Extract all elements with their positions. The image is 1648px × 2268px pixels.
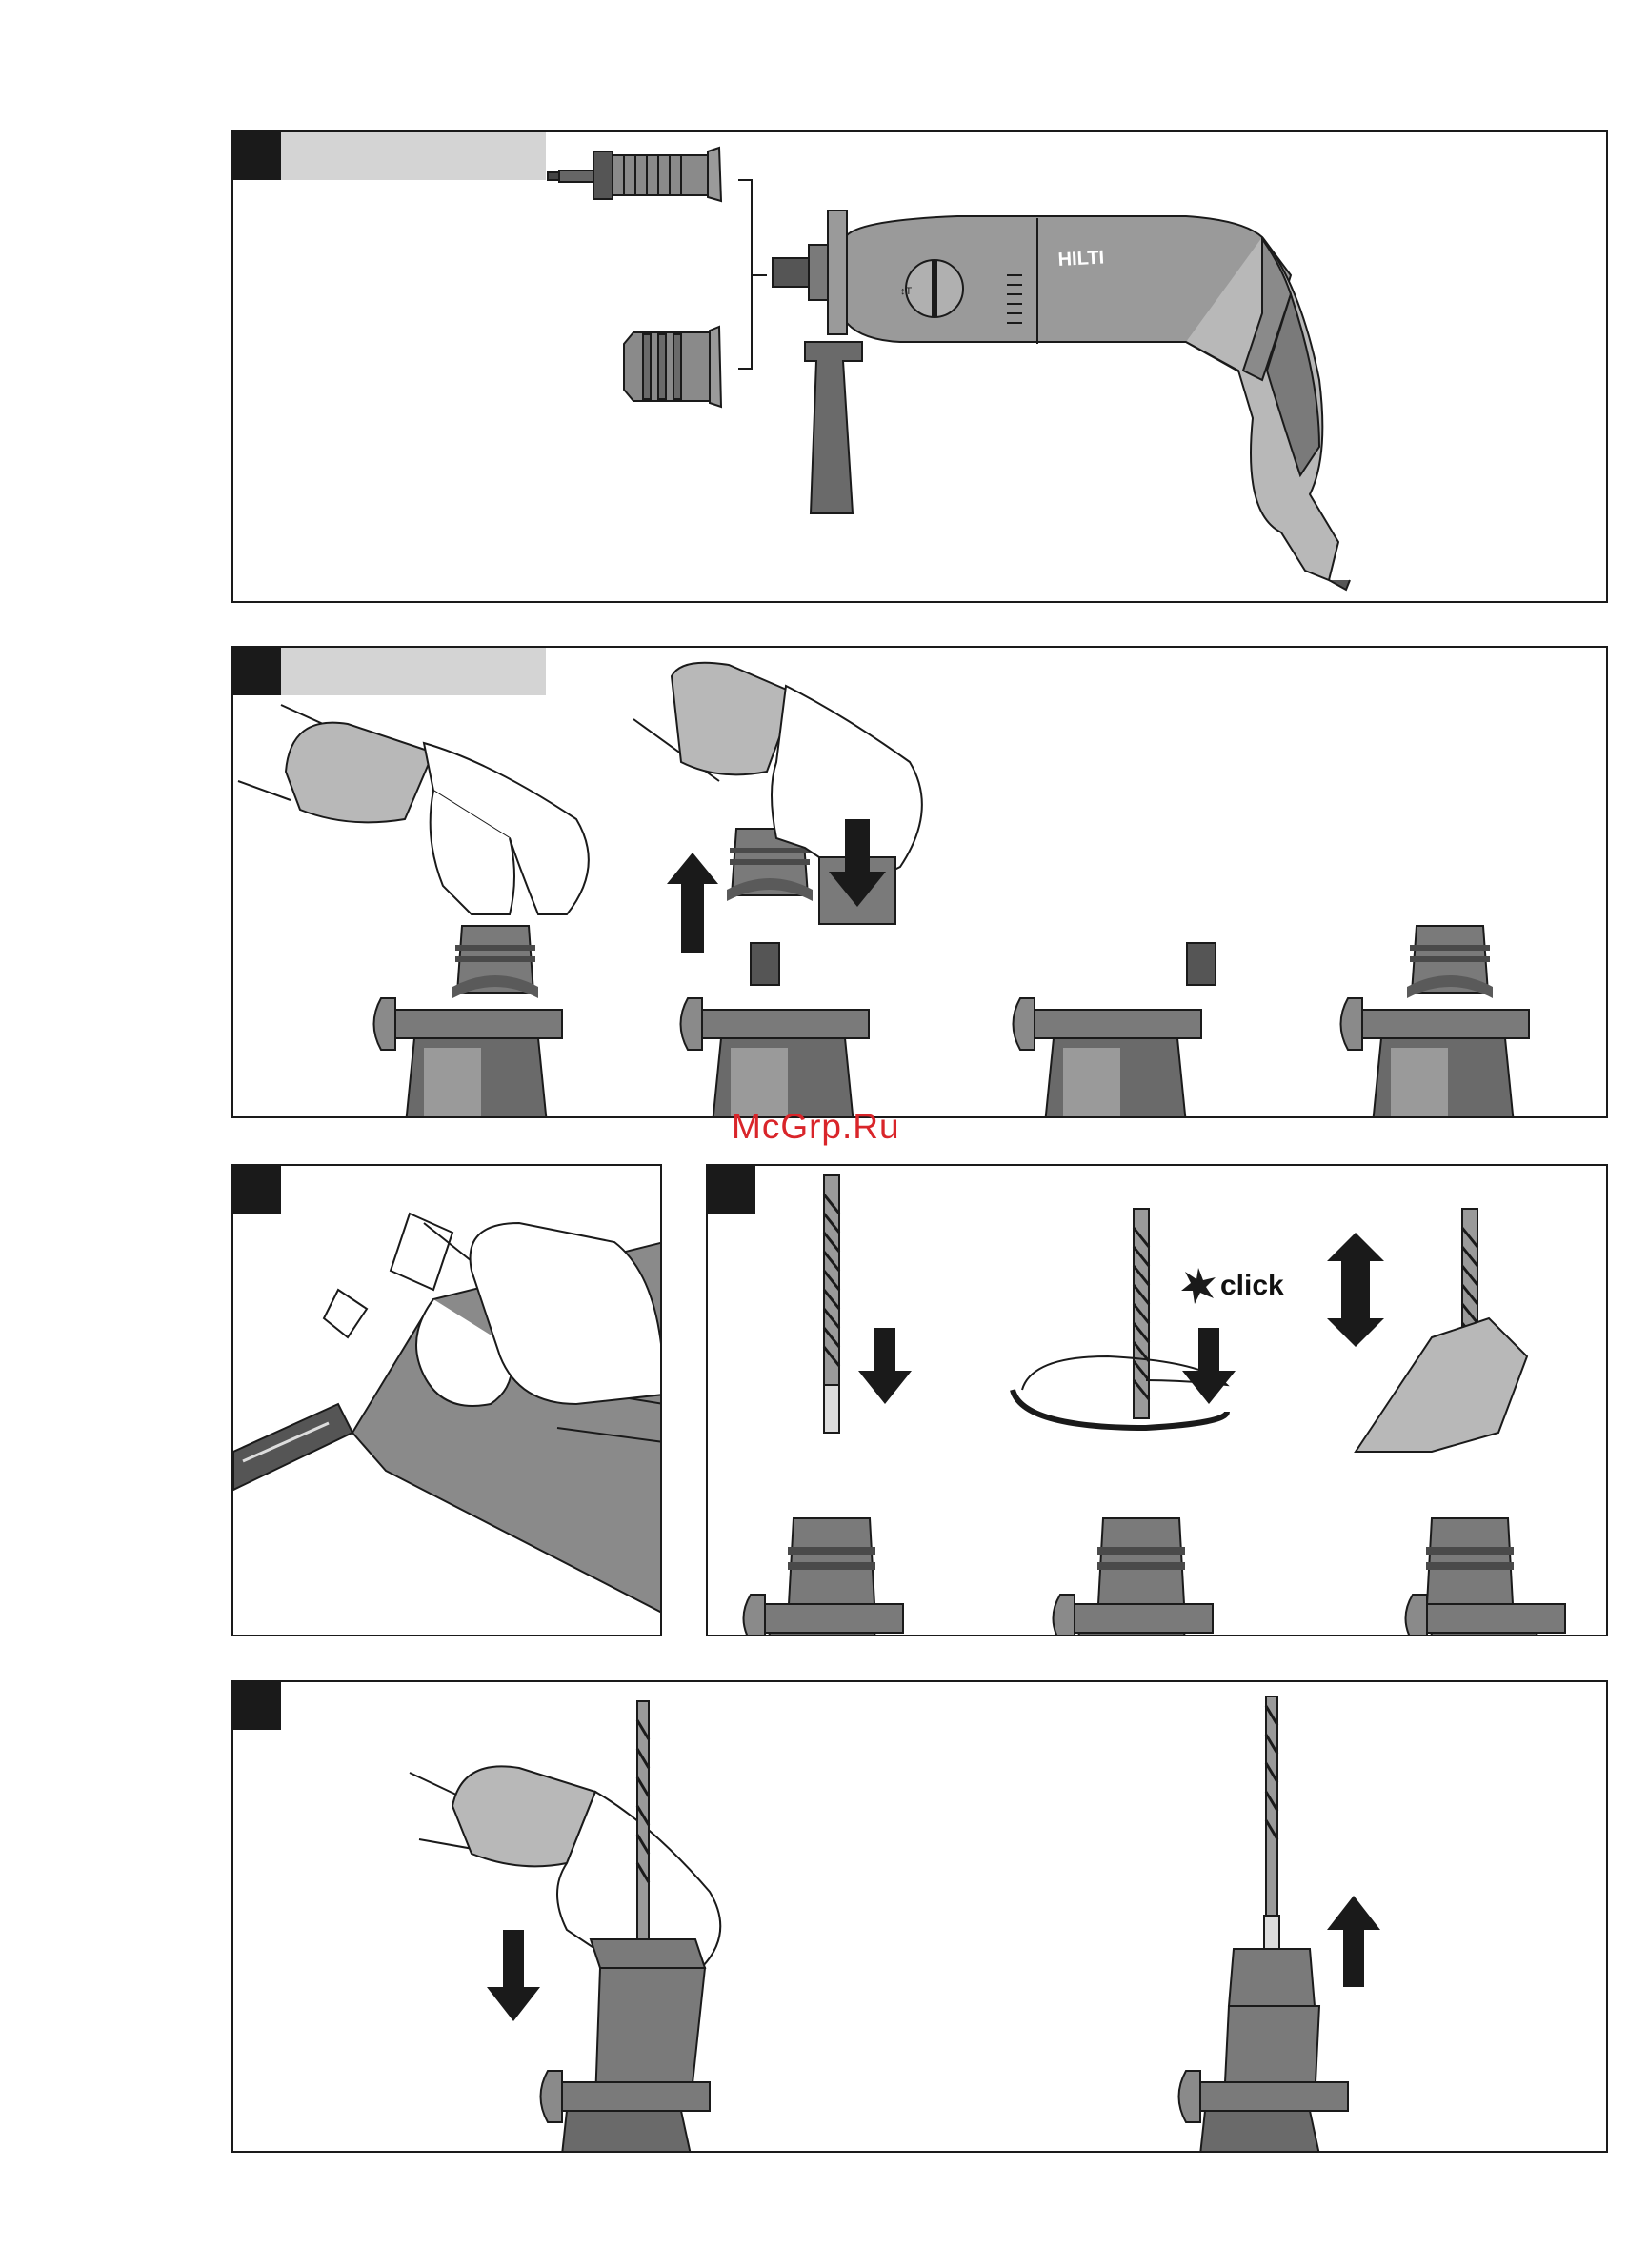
click-burst-icon (1181, 1268, 1216, 1304)
drill-overview-illustration: ↕T HILTI (233, 132, 1608, 603)
arrow-up-icon (667, 853, 718, 953)
keyless-chuck-illustration (548, 148, 721, 201)
arrow-down-icon (487, 1930, 540, 2021)
figure-panel-3: HILTI (231, 1164, 662, 1636)
insert-bit-sequence: click (708, 1166, 1608, 1636)
arrow-down-icon (1182, 1328, 1236, 1404)
grease-bit-illustration: HILTI (233, 1166, 662, 1636)
remove-bit-sequence (233, 1682, 1608, 2153)
mode-symbol: ↕T (900, 286, 913, 297)
step-1-remove-chuck (238, 705, 589, 914)
arrow-updown-icon (1327, 1233, 1384, 1347)
figure-panel-1: ↕T HILTI (231, 130, 1608, 603)
hilti-logo: HILTI (1057, 247, 1105, 271)
click-label: click (1220, 1270, 1284, 1301)
sds-chuck-illustration (624, 327, 721, 407)
drill-bit-shank (233, 1404, 352, 1490)
figure-panel-4: click (706, 1164, 1608, 1636)
arrow-up-icon (1327, 1896, 1380, 1987)
arrow-down-icon (858, 1328, 912, 1404)
chuck-change-sequence (233, 648, 1608, 1118)
figure-panel-5 (231, 1680, 1608, 2153)
watermark: McGrp.Ru (732, 1107, 900, 1147)
figure-panel-2 (231, 646, 1608, 1118)
